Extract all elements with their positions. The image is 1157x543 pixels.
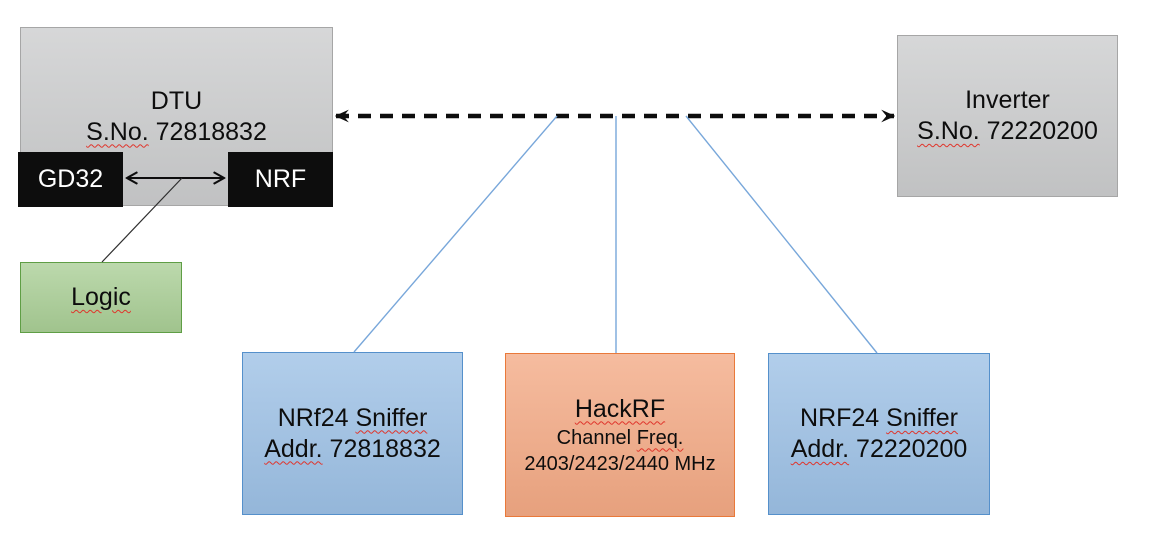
- nrf-chip-box: NRF: [228, 152, 333, 207]
- hackrf-subtitle: Channel Freq.: [557, 425, 684, 451]
- inverter-title: Inverter: [965, 86, 1050, 114]
- sniffer-left-tap-line: [353, 115, 558, 353]
- gd32-label: GD32: [37, 165, 104, 193]
- sniffer-right-name: NRF24 Sniffer: [800, 403, 958, 434]
- dtu-title: DTU: [150, 86, 203, 115]
- sniffer-right-addr-value: 72220200: [849, 435, 968, 463]
- hackrf-box: HackRF Channel Freq. 2403/2423/2440 MHz: [505, 353, 735, 517]
- logic-label: Logic: [71, 283, 131, 311]
- gd32-chip-box: GD32: [18, 152, 123, 207]
- logic-box: Logic: [20, 262, 182, 333]
- dtu-serial: S.No. 72818832: [86, 117, 267, 148]
- inverter-serial-value: 72220200: [979, 117, 1098, 145]
- dtu-serial-value: 72818832: [148, 117, 267, 146]
- sniffer-right-addr: Addr. 72220200: [791, 434, 968, 465]
- sniffer-right-name-word: Sniffer: [886, 404, 958, 432]
- sniffer-left-box: NRf24 Sniffer Addr. 72818832: [242, 352, 463, 515]
- sniffer-left-addr-value: 72818832: [322, 434, 441, 463]
- inverter-serial: S.No. 72220200: [917, 116, 1098, 147]
- sniffer-left-name-word: Sniffer: [355, 403, 428, 432]
- hackrf-freq-line: 2403/2423/2440 MHz: [524, 452, 716, 475]
- sniffer-left-addr: Addr. 72818832: [264, 434, 441, 465]
- inverter-serial-label: S.No.: [917, 117, 980, 145]
- sniffer-left-name: NRf24 Sniffer: [278, 403, 428, 434]
- sniffer-right-name-prefix: NRF24: [800, 404, 887, 432]
- dtu-box: DTU S.No. 72818832: [20, 27, 333, 206]
- hackrf-subtitle-word: Freq.: [636, 426, 684, 449]
- hackrf-title: HackRF: [574, 394, 666, 423]
- dtu-serial-label: S.No.: [86, 117, 149, 146]
- inverter-box: Inverter S.No. 72220200: [897, 35, 1118, 197]
- sniffer-right-box: NRF24 Sniffer Addr. 72220200: [768, 353, 990, 515]
- hackrf-subtitle-prefix: Channel: [556, 426, 637, 449]
- sniffer-left-addr-label: Addr.: [264, 434, 323, 463]
- nrf-label: NRF: [254, 165, 307, 193]
- sniffer-right-addr-label: Addr.: [790, 435, 850, 463]
- sniffer-right-tap-line: [685, 115, 878, 354]
- sniffer-left-name-prefix: NRf24: [277, 403, 356, 432]
